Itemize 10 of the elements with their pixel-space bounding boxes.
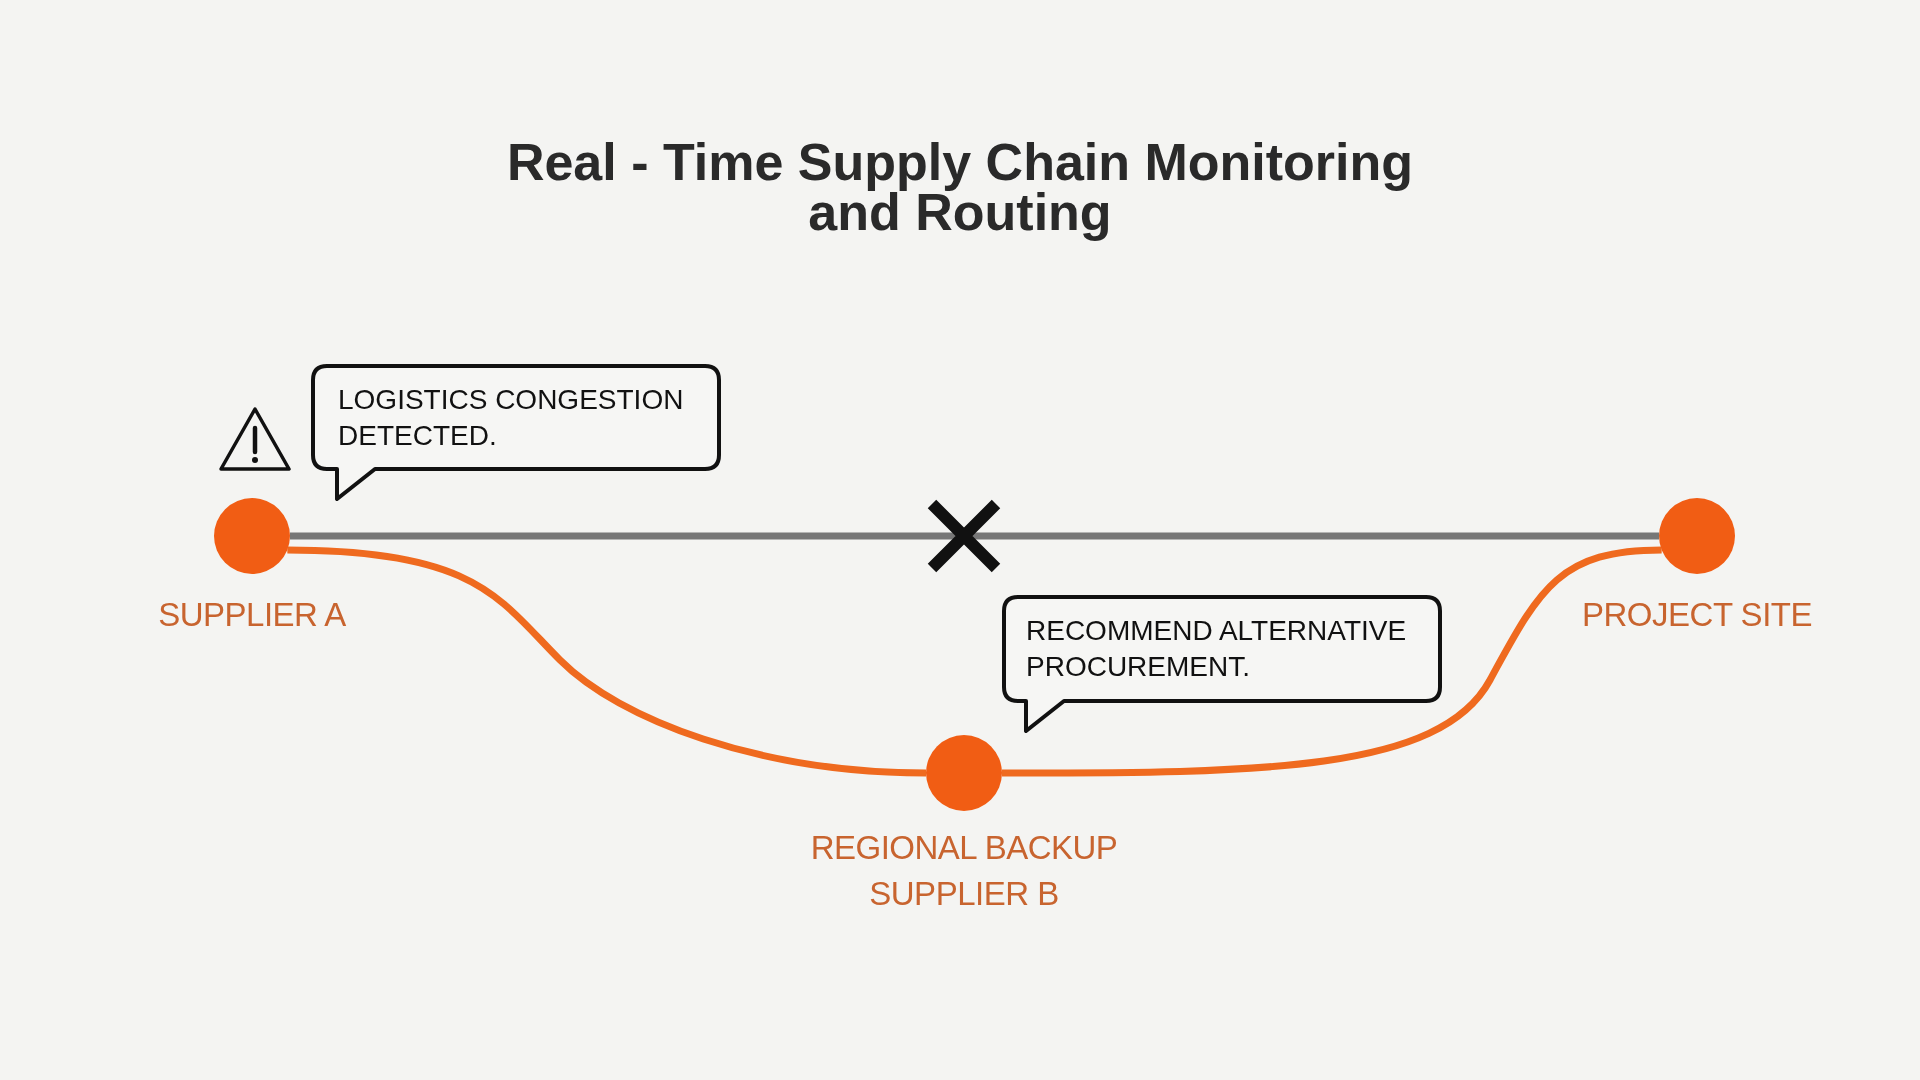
location-label: PROJECT SITE <box>1582 595 1812 635</box>
location-label: SUPPLIER A <box>158 595 346 635</box>
speech-bubble <box>311 364 721 503</box>
callout-text: RECOMMEND ALTERNATIVE PROCUREMENT. <box>1026 614 1408 684</box>
location-label: REGIONAL BACKUP SUPPLIER B <box>809 828 1119 914</box>
callout-text: LOGISTICS CONGESTION DETECTED. <box>338 383 685 453</box>
route-line <box>287 546 927 777</box>
speech-bubble <box>1002 595 1442 735</box>
route-line <box>290 532 1659 540</box>
route-line <box>1002 546 1662 777</box>
